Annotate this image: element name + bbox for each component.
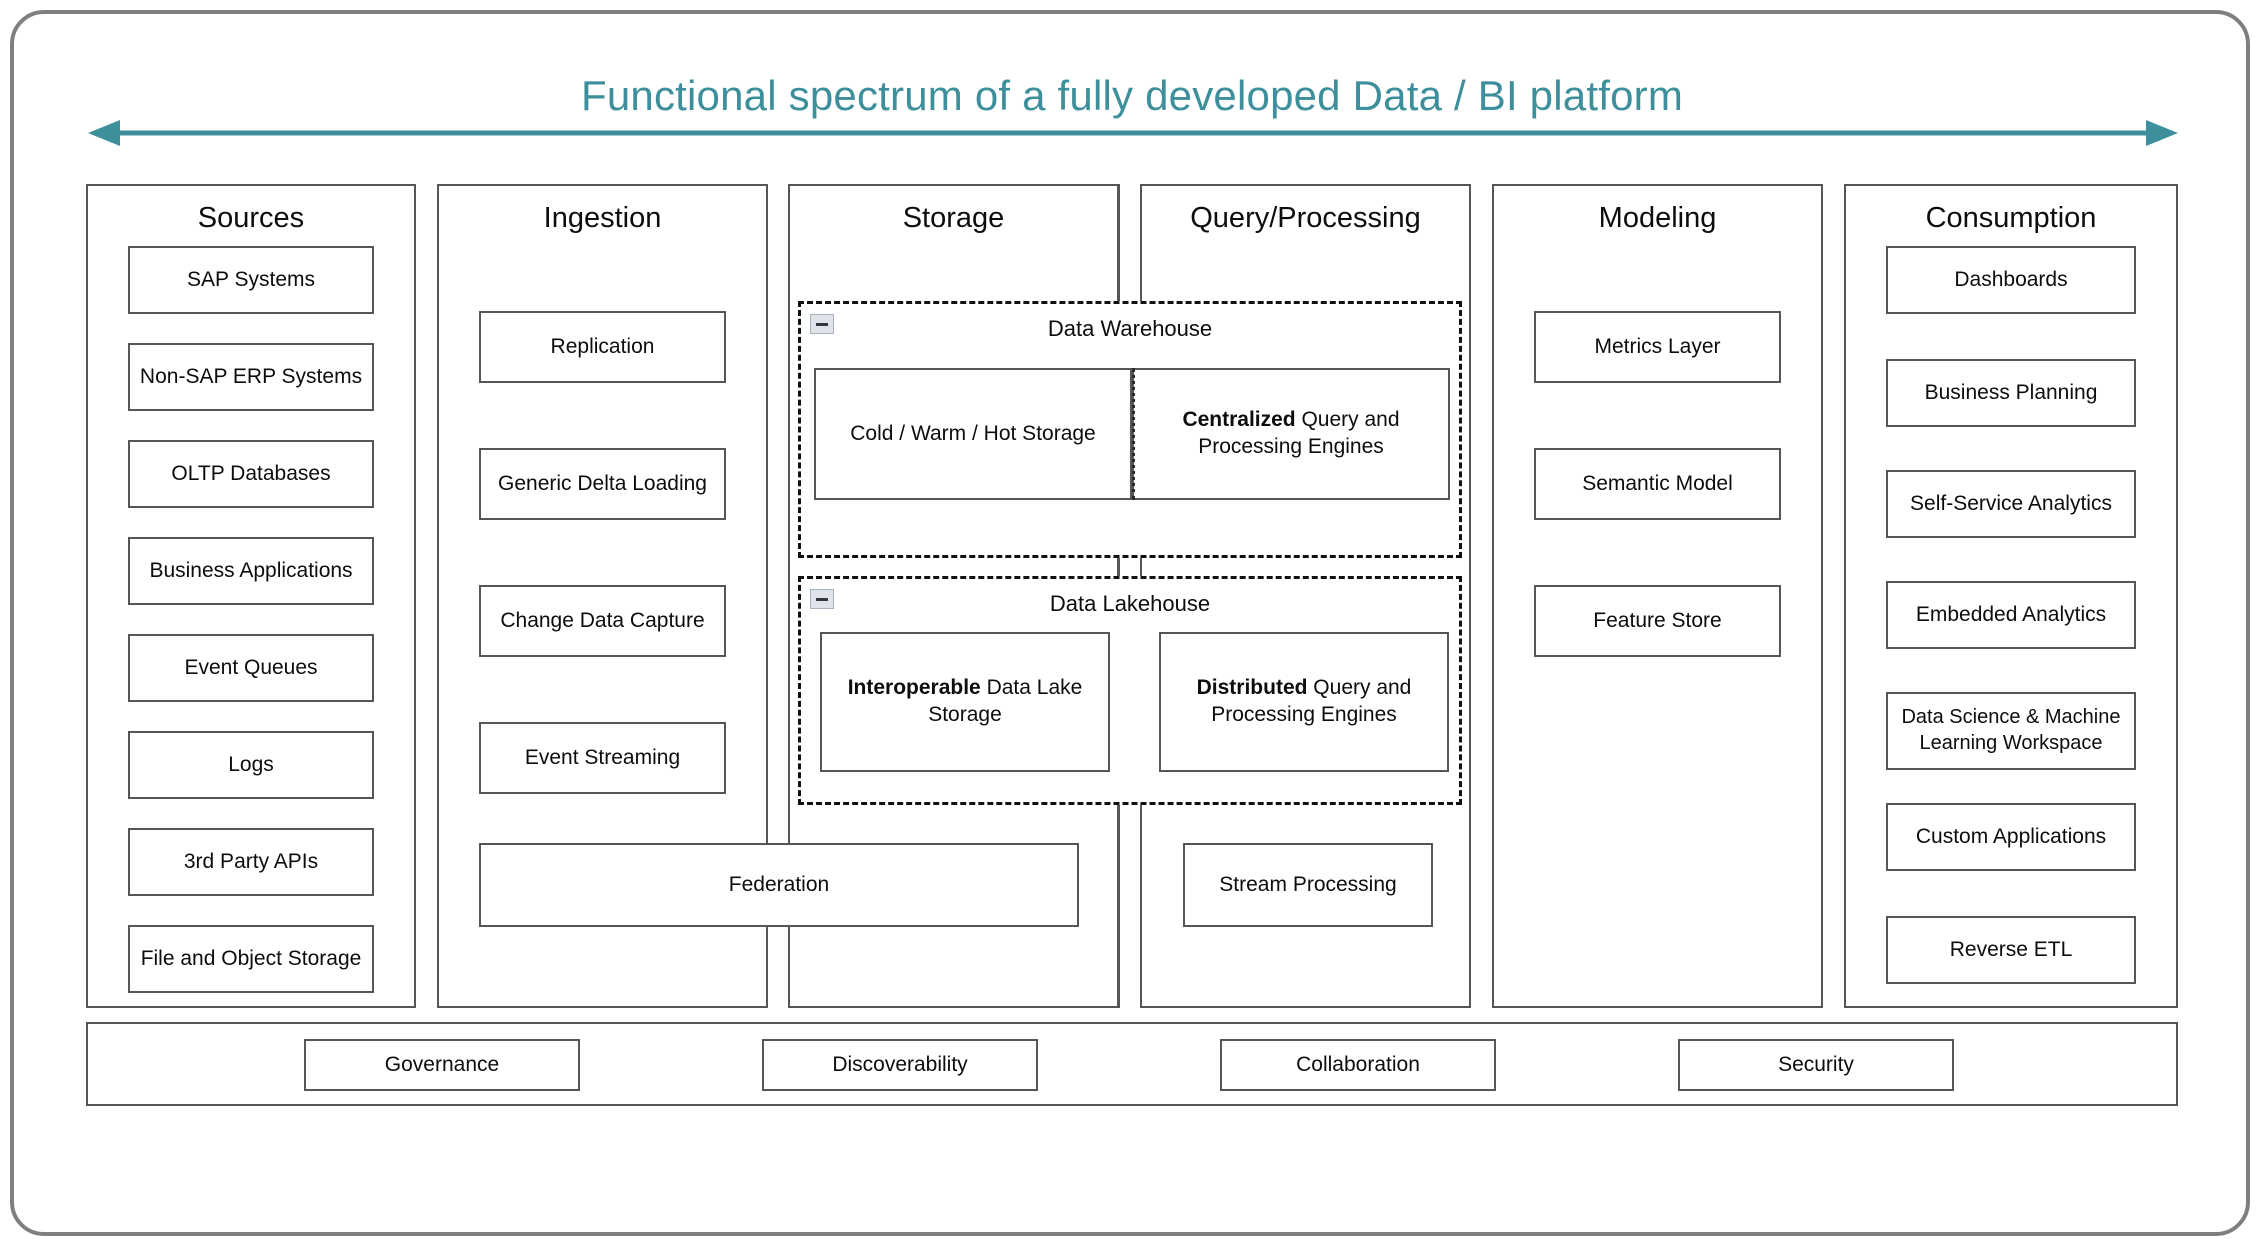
box-embedded-analytics[interactable]: Embedded Analytics [1886,581,2136,649]
box-self-service-analytics[interactable]: Self-Service Analytics [1886,470,2136,538]
column-title-modeling: Modeling [1598,202,1717,234]
column-sources[interactable]: Sources [86,184,416,1008]
lh-engine-rest: Query and Processing Engines [1211,676,1412,726]
box-3rd-party-apis[interactable]: 3rd Party APIs [128,828,374,896]
box-dw-centralized-engines[interactable]: Centralized Query and Processing Engines [1132,368,1450,500]
lh-storage-rest: Data Lake Storage [928,676,1083,726]
box-sap-systems[interactable]: SAP Systems [128,246,374,314]
column-title-storage: Storage [902,202,1005,234]
box-dashboards[interactable]: Dashboards [1886,246,2136,314]
box-feature-store[interactable]: Feature Store [1534,585,1781,657]
box-custom-applications[interactable]: Custom Applications [1886,803,2136,871]
box-collaboration[interactable]: Collaboration [1220,1039,1496,1091]
lh-engine-bold: Distributed [1196,676,1308,700]
box-business-planning[interactable]: Business Planning [1886,359,2136,427]
column-title-sources: Sources [197,202,305,234]
dw-dotted-divider [1132,368,1135,500]
dw-engine-label: Centralized Query and Processing Engines [1140,407,1442,461]
box-non-sap-erp-systems[interactable]: Non-SAP ERP Systems [128,343,374,411]
column-title-query-processing: Query/Processing [1190,202,1421,234]
box-lh-distributed-engines[interactable]: Distributed Query and Processing Engines [1159,632,1449,772]
group-title-data-lakehouse: Data Lakehouse [1049,591,1211,616]
dw-storage-label: Cold / Warm / Hot Storage [850,421,1096,445]
box-federation[interactable]: Federation [479,843,1079,927]
page-title: Functional spectrum of a fully developed… [580,72,1683,119]
double-headed-arrow-icon [88,120,2178,146]
dw-engine-rest: Query and Processing Engines [1198,408,1400,458]
box-discoverability[interactable]: Discoverability [762,1039,1038,1091]
box-logs[interactable]: Logs [128,731,374,799]
connector-storage-left [788,184,790,1008]
box-semantic-model[interactable]: Semantic Model [1534,448,1781,520]
group-title-data-warehouse: Data Warehouse [1047,316,1213,341]
box-stream-processing[interactable]: Stream Processing [1183,843,1433,927]
column-modeling[interactable]: Modeling [1492,184,1823,1008]
box-replication[interactable]: Replication [479,311,726,383]
box-data-science-ml-workspace[interactable]: Data Science & Machine Learning Workspac… [1886,692,2136,770]
box-generic-delta-loading[interactable]: Generic Delta Loading [479,448,726,520]
dw-engine-bold: Centralized [1182,408,1296,432]
connector-ingestion-right [766,184,768,1008]
box-security[interactable]: Security [1678,1039,1954,1091]
cross-cutting-bar [86,1022,2178,1106]
minus-icon[interactable] [810,589,834,609]
box-business-applications[interactable]: Business Applications [128,537,374,605]
box-file-and-object-storage[interactable]: File and Object Storage [128,925,374,993]
lh-storage-label: Interoperable Data Lake Storage [828,675,1102,729]
lh-storage-bold: Interoperable [847,676,981,700]
column-title-ingestion: Ingestion [543,202,662,234]
box-lh-interoperable-data-lake-storage[interactable]: Interoperable Data Lake Storage [820,632,1110,772]
column-title-consumption: Consumption [1925,202,2097,234]
lh-engine-label: Distributed Query and Processing Engines [1167,675,1441,729]
box-event-queues[interactable]: Event Queues [128,634,374,702]
minus-icon[interactable] [810,314,834,334]
box-change-data-capture[interactable]: Change Data Capture [479,585,726,657]
box-governance[interactable]: Governance [304,1039,580,1091]
box-event-streaming[interactable]: Event Streaming [479,722,726,794]
box-oltp-databases[interactable]: OLTP Databases [128,440,374,508]
box-metrics-layer[interactable]: Metrics Layer [1534,311,1781,383]
box-dw-cold-warm-hot-storage[interactable]: Cold / Warm / Hot Storage [814,368,1132,500]
box-reverse-etl[interactable]: Reverse ETL [1886,916,2136,984]
column-consumption[interactable]: Consumption [1844,184,2178,1008]
